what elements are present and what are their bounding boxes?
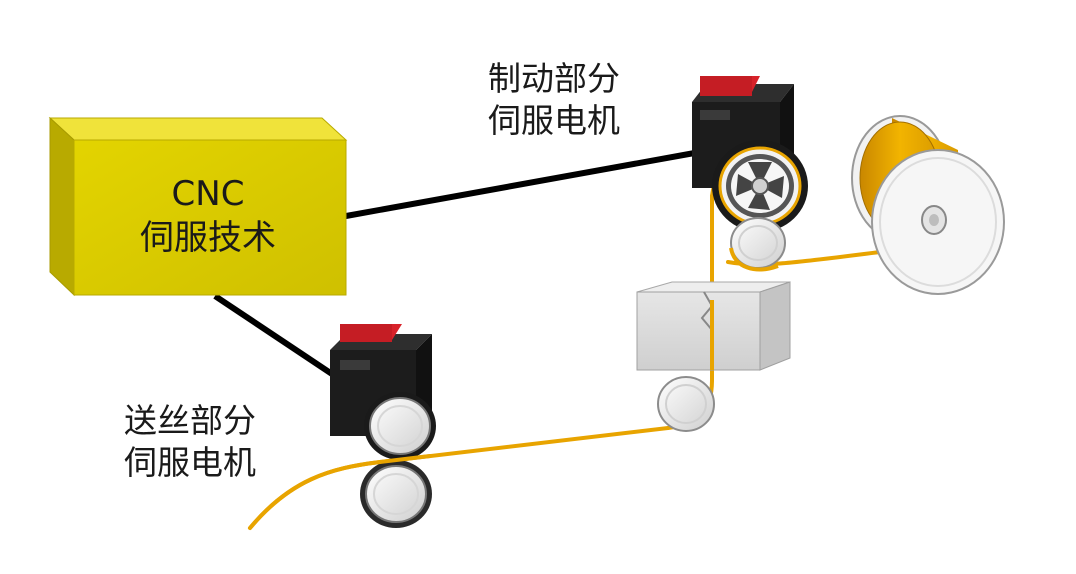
brake-motor-label-line1: 制动部分 [488,59,620,98]
feed-motor-label: 送丝部分 伺服电机 [124,400,256,484]
wire-through-pinch [248,454,432,530]
cnc-title: CNC [171,174,245,214]
cutting-block-icon [636,281,791,371]
brake-servo-motor-icon [692,76,808,232]
cnc-subtitle: 伺服技术 [140,218,276,258]
cable-to-feed-motor [213,293,340,381]
cnc-box [48,116,348,297]
brake-motor-label: 制动部分 伺服电机 [488,58,620,142]
feed-servo-motor-icon [330,324,436,460]
cnc-box-label: CNC 伺服技术 [70,172,346,260]
guide-roller-upper [729,217,786,272]
signal-cables [213,149,701,381]
wire-spool-icon [851,115,1005,295]
brake-motor-label-line2: 伺服电机 [488,101,620,140]
feed-pinch-roller [360,460,432,528]
feed-motor-label-line1: 送丝部分 [124,401,256,440]
feed-motor-label-line2: 伺服电机 [124,443,256,482]
guide-roller-lower [657,376,715,432]
cable-to-brake-motor [345,149,701,219]
